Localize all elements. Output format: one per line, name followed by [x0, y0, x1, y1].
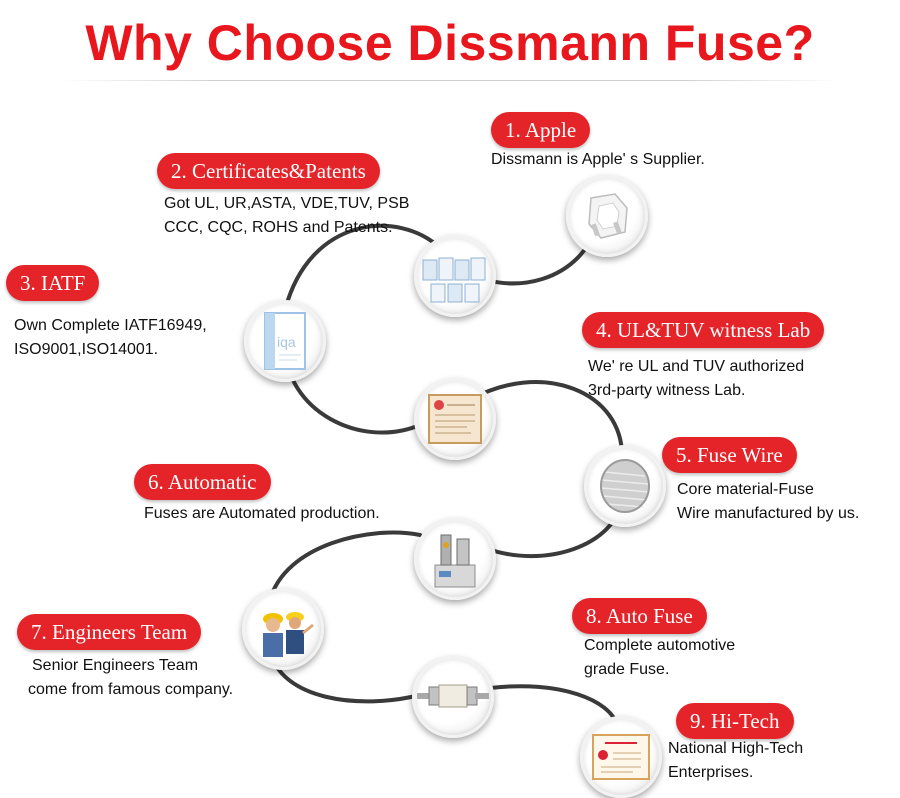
page-title: Why Choose Dissmann Fuse?	[85, 15, 815, 71]
item-9-line-1: National High-Tech	[668, 740, 804, 757]
item-4-line-2: 3rd-party witness Lab.	[588, 382, 746, 399]
item-9-line-2: Enterprises.	[668, 764, 754, 781]
item-1-description: Dissmann is Apple' s Supplier.	[491, 148, 705, 172]
item-3-line-2: ISO9001,ISO14001.	[14, 341, 159, 358]
item-5-line-1: Core material-Fuse	[677, 481, 814, 498]
item-7-line-2: come from famous company.	[28, 681, 234, 698]
item-6-description: Fuses are Automated production.	[144, 502, 380, 526]
item-8-description: Complete automotive grade Fuse.	[584, 634, 735, 682]
item-5-line-2: Wire manufactured by us.	[677, 505, 860, 522]
item-8-line-2: grade Fuse.	[584, 661, 670, 678]
item-9-description: National High-Tech Enterprises.	[668, 737, 803, 785]
item-4-line-1: We' re UL and TUV authorized	[588, 358, 805, 375]
item-5-label: 5. Fuse Wire	[662, 437, 797, 473]
certificates-icon	[414, 235, 496, 317]
witness-lab-certificate-icon	[414, 378, 496, 460]
item-9-label: 9. Hi-Tech	[676, 703, 794, 739]
item-2-line-2: CCC, CQC, ROHS and Patents.	[164, 219, 393, 236]
item-8-line-1: Complete automotive	[584, 637, 736, 654]
automatic-machine-icon	[414, 518, 496, 600]
item-3-label: 3. IATF	[6, 265, 100, 301]
item-2-label: 2. Certificates&Patents	[157, 153, 380, 189]
item-7-label: 7. Engineers Team	[17, 614, 202, 650]
item-6-line-1: Fuses are Automated production.	[144, 505, 380, 522]
cartridge-fuse-icon	[412, 656, 494, 738]
item-5-description: Core material-Fuse Wire manufactured by …	[677, 478, 859, 526]
item-2-line-1: Got UL, UR,ASTA, VDE,TUV, PSB	[164, 195, 410, 212]
item-4-description: We' re UL and TUV authorized 3rd-party w…	[588, 355, 804, 403]
item-8-label: 8. Auto Fuse	[572, 598, 707, 634]
svg-text:iqa: iqa	[277, 334, 296, 350]
hitech-certificate-icon	[580, 716, 662, 798]
item-1-line-1: Dissmann is Apple' s Supplier.	[491, 151, 705, 168]
item-4-label: 4. UL&TUV witness Lab	[582, 312, 825, 348]
item-1-label: 1. Apple	[491, 112, 591, 148]
power-plug-icon	[566, 175, 648, 257]
item-2-description: Got UL, UR,ASTA, VDE,TUV, PSB CCC, CQC, …	[164, 192, 409, 240]
item-3-description: Own Complete IATF16949, ISO9001,ISO14001…	[14, 314, 207, 362]
wire-spool-icon	[584, 445, 666, 527]
item-7-line-1: Senior Engineers Team	[32, 657, 199, 674]
item-6-label: 6. Automatic	[134, 464, 271, 500]
engineers-icon	[242, 588, 324, 670]
iatf-certificate-icon: iqa	[244, 300, 326, 382]
title-divider	[60, 80, 840, 81]
item-3-line-1: Own Complete IATF16949,	[14, 317, 207, 334]
item-7-description: Senior Engineers Team come from famous c…	[28, 654, 233, 702]
